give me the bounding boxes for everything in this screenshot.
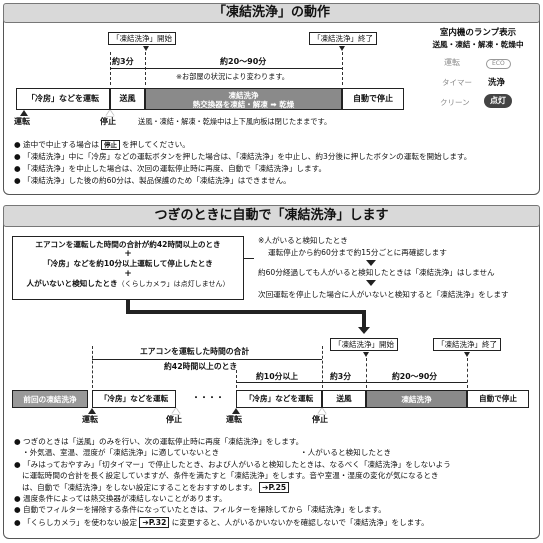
s2-bullet-4: ● 自動でフィルターを掃除する条件になっていたときは、フィルターを掃除してから「… <box>14 505 386 514</box>
s2-bullet-3: ● 温度条件によっては熱交換器が凍結しないことがあります。 <box>14 494 227 503</box>
person-note-l3: 次回運転を停止した場合に人がいないと検知すると「凍結洗浄」をします <box>258 290 509 299</box>
conditions-box: エアコンを運転した時間の合計が約42時間以上のとき + 「冷房」などを約10分以… <box>12 236 244 300</box>
person-note-title: ※人がいると検知したとき <box>258 236 348 245</box>
total-hours-label: エアコンを運転した時間の合計 <box>140 347 250 356</box>
dur-20-90: 約20〜90分 <box>220 57 267 66</box>
s2-bullet-1a: ・外気温、室温、湿度が「凍結洗浄」に適していないとき <box>22 448 220 457</box>
s2-bullet-2b: に運転時間の合計を長く設定していますが、条件を満たすと「凍結洗浄」をします。音や… <box>22 471 439 480</box>
s2-bullet-1: ● つぎのときは「送風」のみを行い、次の運転停止時に再度「凍結洗浄」をします。 <box>14 437 304 446</box>
wash-end-tag: 「凍結洗浄」終了 <box>309 32 377 46</box>
label-run: 運転 <box>14 117 30 126</box>
wash2-end-tag: 「凍結洗浄」終了 <box>433 338 501 352</box>
stage-wash: 凍結洗浄 熱交換器を凍結・解凍 ➡ 乾燥 <box>145 88 342 110</box>
lamp-unkai: 運転 <box>444 58 460 67</box>
arrow-down-icon <box>358 327 370 334</box>
arrow-down-icon <box>339 46 345 51</box>
stage-cooling: 「冷房」などを運転 <box>16 88 110 110</box>
s2-bullet-2c: は、自動で「凍結洗浄」をしない設定にすることをおすすめします。 ➔P.25 <box>22 482 290 494</box>
stage-wash-title: 凍結洗浄 <box>228 91 259 100</box>
stop-marker-icon <box>106 110 114 116</box>
arrow-down-icon <box>464 352 470 357</box>
note-flap: 送風・凍結・解凍・乾燥中は上下風向板は閉じたままです。 <box>138 117 332 126</box>
stage-cool-1: 「冷房」などを運転 <box>92 390 176 408</box>
person-note-l1: 運転停止から約60分まで約15分ごとに再確認します <box>268 248 447 257</box>
label-stop: 停止 <box>100 117 116 126</box>
cond-42h: エアコンを運転した時間の合計が約42時間以上のとき <box>35 240 221 249</box>
stage-fan-2: 送風 <box>322 390 366 408</box>
stop-marker-icon <box>172 408 180 414</box>
arrow-down-icon <box>363 352 369 357</box>
stage-cool-2: 「冷房」などを運転 <box>236 390 322 408</box>
s1-bullet-3: ● 「凍結洗浄」を中止した場合は、次回の運転停止時に再度、自動で「凍結洗浄」しま… <box>14 164 327 173</box>
approx-42h-label: 約42時間以上のとき <box>164 362 238 371</box>
stop-key: 停止 <box>100 140 120 151</box>
cond-nobody: 人がいないと検知したとき（くらしカメラ」は点灯しません） <box>26 278 230 288</box>
arrow-down-icon <box>366 280 376 286</box>
run-marker-icon <box>20 110 28 116</box>
page-ref-p32[interactable]: ➔P.32 <box>139 517 170 529</box>
lamp-eco: ECO <box>486 59 511 69</box>
lamp-timer: タイマー <box>442 78 472 87</box>
dur-3min: 約3分 <box>112 57 134 66</box>
run1-label: 運転 <box>82 415 98 424</box>
lamp-title: 室内機のランプ表示 <box>439 28 517 38</box>
stage-stop: 自動で停止 <box>342 88 404 110</box>
s1-bullet-4: ● 「凍結洗浄」した後の約60分は、製品保護のため「凍結洗浄」はできません。 <box>14 176 291 185</box>
note-varies: ※お部屋の状況により変わります。 <box>176 72 289 81</box>
flow-arrow <box>126 300 130 312</box>
page-ref-p25[interactable]: ➔P.25 <box>259 482 290 494</box>
run-marker-icon <box>232 408 240 414</box>
arrow-down-icon <box>366 260 376 266</box>
stage-prev-wash: 前回の凍結洗浄 <box>12 390 88 408</box>
stage-stop-2: 自動で停止 <box>467 390 529 408</box>
stop1-label: 停止 <box>166 415 182 424</box>
plus-icon: + <box>124 249 132 260</box>
lamp-subtitle: 送風・凍結・解凍・乾燥中 <box>432 39 524 49</box>
run2-label: 運転 <box>226 415 242 424</box>
lamp-panel: 室内機のランプ表示 送風・凍結・解凍・乾燥中 運転 ECO タイマー 洗浄 クリ… <box>420 28 536 120</box>
s1-bullet-1: ● 途中で中止する場合は停止を押してください。 <box>14 140 190 151</box>
stage-wash-2: 凍結洗浄 <box>366 390 467 408</box>
lamp-clean: クリーン <box>440 98 470 107</box>
wash-start-tag: 「凍結洗浄」開始 <box>108 32 176 46</box>
stage-fan: 送風 <box>110 88 145 110</box>
s2-bullet-5: ● 「くらしカメラ」を使わない設定 ➔P.32 に変更すると、人がいるかいないか… <box>14 517 429 529</box>
cond-10min: 「冷房」などを約10分以上運転して停止したとき <box>43 259 213 269</box>
twenty-ninety-label: 約20〜90分 <box>392 372 438 381</box>
stop2-label: 停止 <box>312 415 328 424</box>
person-note-l2: 約60分経過しても人がいると検知したときは「凍結洗浄」はしません <box>258 268 495 277</box>
arrow-down-icon <box>143 46 149 51</box>
section1-title: 「凍結洗浄」の動作 <box>3 3 540 23</box>
s2-bullet-2: ● 「みはっておやすみ」「切タイマー」で停止したとき、および人がいると検知したと… <box>14 460 451 469</box>
three-min-label: 約3分 <box>330 372 352 381</box>
plus-icon: + <box>124 268 132 279</box>
s2-bullet-1b: ・人がいると検知したとき <box>300 448 392 457</box>
run-marker-icon <box>88 408 96 414</box>
s1-bullet-2: ● 「凍結洗浄」中に「冷房」などの運転ボタンを押した場合は、「凍結洗浄」を中止し… <box>14 152 472 161</box>
ellipsis: ・・・・ <box>192 393 224 402</box>
wash2-start-tag: 「凍結洗浄」開始 <box>330 338 398 352</box>
stop-marker-icon <box>318 408 326 414</box>
section2-title: つぎのときに自動で「凍結洗浄」します <box>3 205 540 227</box>
ten-min-label: 約10分以上 <box>256 372 299 381</box>
lamp-wash: 洗浄 <box>488 78 506 88</box>
lamp-lit-badge: 点灯 <box>484 94 512 108</box>
stage-wash-sub: 熱交換器を凍結・解凍 ➡ 乾燥 <box>192 100 295 110</box>
